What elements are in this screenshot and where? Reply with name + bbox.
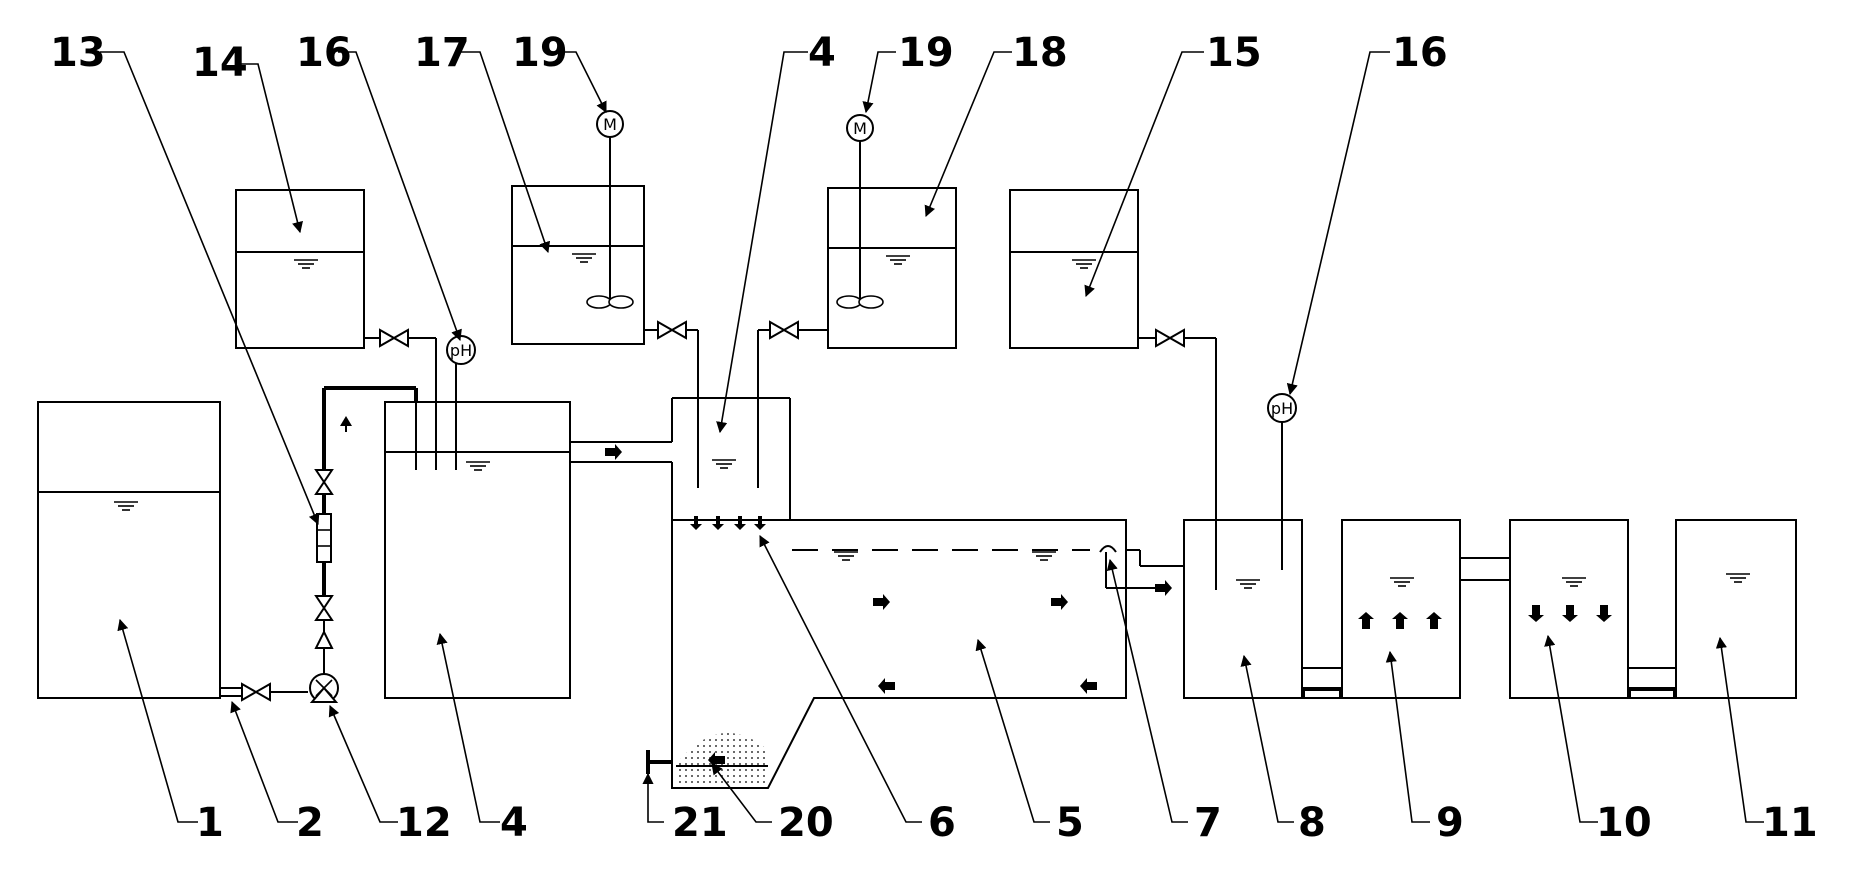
label-18: 18 bbox=[1012, 30, 1068, 76]
label-7: 7 bbox=[1194, 800, 1222, 846]
label-20: 20 bbox=[778, 800, 834, 846]
label-9: 9 bbox=[1436, 800, 1464, 846]
water-level-icon bbox=[1389, 577, 1415, 587]
water-level-icon bbox=[1725, 573, 1751, 583]
motor-label: M bbox=[603, 115, 617, 134]
leader-lines bbox=[100, 51, 1764, 823]
valve-icon bbox=[1155, 329, 1185, 347]
ph-probe-icon: pH bbox=[446, 335, 476, 365]
drain-valve-icon bbox=[646, 750, 672, 774]
label-15: 15 bbox=[1206, 30, 1262, 76]
water-level-icon bbox=[1561, 577, 1587, 587]
flow-arrow-icon bbox=[1562, 605, 1578, 622]
sedimentation-tank bbox=[646, 516, 1172, 789]
channel-5-8 bbox=[1126, 549, 1184, 567]
valve-icon bbox=[379, 329, 409, 347]
pump-icon bbox=[309, 673, 339, 703]
flow-arrow-icon bbox=[873, 594, 890, 610]
water-level-icon bbox=[711, 459, 737, 469]
label-1: 1 bbox=[196, 800, 224, 846]
flow-arrow-icon bbox=[1596, 605, 1612, 622]
label-16-right: 16 bbox=[1392, 30, 1448, 76]
flow-arrow-icon bbox=[878, 678, 895, 694]
mixing-tank-left bbox=[384, 346, 571, 699]
label-12: 12 bbox=[396, 800, 452, 846]
label-2: 2 bbox=[296, 800, 324, 846]
flow-arrow-icon bbox=[605, 444, 622, 460]
inlet-pipe bbox=[220, 683, 308, 701]
neutralization-tank bbox=[1183, 420, 1303, 699]
motor-label: M bbox=[853, 119, 867, 138]
dosing-tank-18: M bbox=[757, 114, 957, 349]
flow-arrow-icon bbox=[1528, 605, 1544, 622]
valve-icon bbox=[769, 321, 799, 339]
label-16-left: 16 bbox=[296, 30, 352, 76]
flow-arrow-icon bbox=[1051, 594, 1068, 610]
label-6: 6 bbox=[928, 800, 956, 846]
label-19-left: 19 bbox=[512, 30, 568, 76]
valve-icon bbox=[315, 469, 333, 495]
motor-icon: M bbox=[596, 110, 624, 138]
label-17: 17 bbox=[414, 30, 470, 76]
label-14: 14 bbox=[192, 40, 248, 86]
label-8: 8 bbox=[1298, 800, 1326, 846]
ph-meter-label: pH bbox=[450, 341, 472, 360]
distributor-arrows bbox=[690, 516, 766, 530]
label-10: 10 bbox=[1596, 800, 1652, 846]
labels: 1 2 12 4 21 20 6 5 7 8 9 10 11 13 14 16 … bbox=[50, 30, 1818, 846]
label-19-right: 19 bbox=[898, 30, 954, 76]
label-13: 13 bbox=[50, 30, 106, 76]
overflow-channel bbox=[569, 402, 672, 463]
flow-arrow-icon bbox=[1358, 612, 1374, 629]
water-level-icon bbox=[833, 551, 859, 561]
dosing-tank-15 bbox=[1009, 189, 1217, 590]
label-4-bottom: 4 bbox=[500, 800, 528, 846]
valve-icon bbox=[315, 595, 333, 621]
water-level-icon bbox=[1031, 551, 1057, 561]
water-level-icon bbox=[1235, 579, 1261, 589]
dosing-tank-17: M bbox=[511, 110, 699, 402]
flowmeter-icon bbox=[316, 513, 332, 563]
ph-meter-label: pH bbox=[1271, 399, 1293, 418]
mixing-tank-upper bbox=[671, 340, 791, 520]
filter-tank-10 bbox=[1509, 519, 1629, 699]
inter-tank-connectors bbox=[1301, 557, 1677, 699]
check-valve-icon bbox=[314, 629, 334, 649]
flow-arrow-icon bbox=[1392, 612, 1408, 629]
flow-arrow-icon bbox=[1080, 678, 1097, 694]
motor-icon: M bbox=[846, 114, 874, 142]
label-5: 5 bbox=[1056, 800, 1084, 846]
label-11: 11 bbox=[1762, 800, 1818, 846]
clean-water-tank bbox=[1675, 519, 1797, 699]
valve-icon bbox=[241, 683, 271, 701]
flow-arrow-icon bbox=[1155, 580, 1172, 596]
flow-arrow-icon bbox=[1426, 612, 1442, 629]
dosing-tank-14 bbox=[235, 189, 437, 349]
valve-icon bbox=[657, 321, 687, 339]
filter-tank-9 bbox=[1341, 519, 1461, 699]
outlet-weir-icon bbox=[1099, 545, 1117, 553]
label-4-top: 4 bbox=[808, 30, 836, 76]
label-21: 21 bbox=[672, 800, 728, 846]
ph-probe-icon: pH bbox=[1267, 393, 1297, 423]
